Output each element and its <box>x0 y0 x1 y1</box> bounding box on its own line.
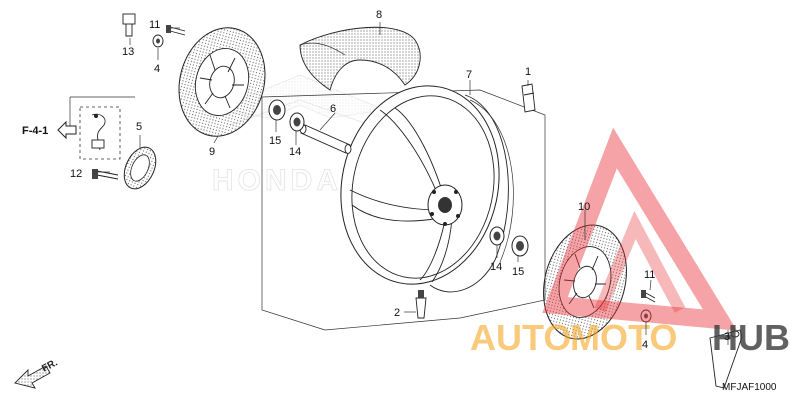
callout-12: 12 <box>70 168 82 180</box>
callout-15-left: 15 <box>269 135 281 147</box>
logo-word-hub: HUB <box>712 317 790 358</box>
bearing-left-14 <box>289 112 305 132</box>
callout-9: 9 <box>209 146 215 158</box>
bolt-11-right <box>641 290 656 303</box>
bolt-11-left <box>166 25 186 36</box>
bearing-left-15 <box>268 99 286 121</box>
callout-6: 6 <box>330 103 336 115</box>
callout-2: 2 <box>394 307 400 319</box>
bearing-right-15 <box>511 235 529 257</box>
diagram-code: MFJAF1000 <box>722 382 777 393</box>
logo-word-auto: AUTO <box>470 317 571 358</box>
callout-7: 7 <box>466 69 472 81</box>
valve-stem <box>415 290 427 319</box>
reference-bracket <box>69 96 135 130</box>
reference-label: F-4-1 <box>22 125 48 137</box>
callout-14-right: 14 <box>490 261 502 273</box>
front-direction-arrow: FR. <box>14 357 60 389</box>
callout-4-left: 4 <box>154 63 160 75</box>
axle-spacer <box>299 124 352 154</box>
callout-11-left: 11 <box>149 19 160 31</box>
brake-disc-left <box>178 27 266 137</box>
axle-3 <box>709 329 743 389</box>
callout-1: 1 <box>525 66 531 78</box>
honda-watermark-text: HONDA <box>212 164 342 197</box>
callout-13: 13 <box>122 46 134 58</box>
callout-15-right: 15 <box>512 266 524 278</box>
brake-disc-right <box>543 224 627 340</box>
callout-3: 3 <box>724 331 730 343</box>
washer-4-right <box>640 309 652 323</box>
tire <box>299 26 421 91</box>
pulser-ring <box>123 146 157 190</box>
callout-4-right: 4 <box>642 339 648 351</box>
assembly-box <box>261 89 546 331</box>
callout-8: 8 <box>376 9 382 21</box>
washer-4-left <box>152 34 164 48</box>
wheel-speed-sensor <box>91 113 106 151</box>
callout-14-left: 14 <box>289 146 301 158</box>
logo-word-moto: MOTO <box>570 317 677 358</box>
callout-11-right: 11 <box>644 269 655 281</box>
clip-1 <box>521 83 536 113</box>
wheel-rim <box>340 85 514 293</box>
front-label: FR. <box>40 357 60 374</box>
bolt-12 <box>92 169 119 180</box>
bearing-right-14 <box>489 226 505 246</box>
leader-lines <box>95 22 729 345</box>
bolt-13 <box>122 13 136 37</box>
callout-labels: 1 2 3 4 4 5 6 7 8 9 10 11 11 12 13 14 14… <box>70 9 730 351</box>
callout-5: 5 <box>136 121 142 133</box>
callout-10: 10 <box>578 201 590 213</box>
reference-arrow: F-4-1 <box>22 120 77 140</box>
sensor-box <box>79 106 121 160</box>
